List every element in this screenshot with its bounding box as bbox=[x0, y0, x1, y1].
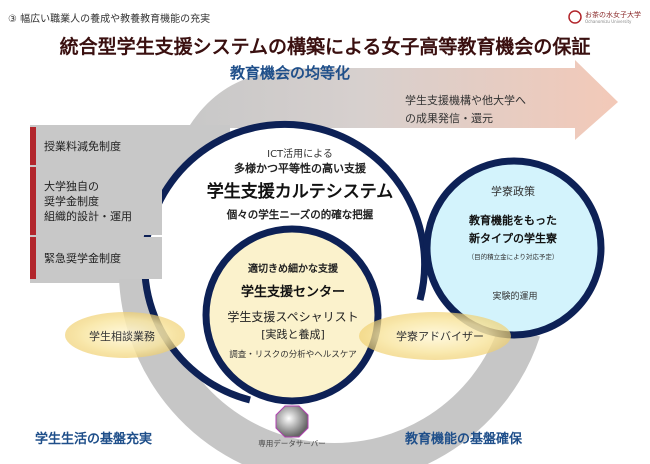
dorm-policy: 学寮政策 bbox=[491, 185, 535, 198]
left-box-scholarship: 大学独自の 奨学金制度 組織的設計・運用 bbox=[30, 167, 162, 235]
center-line1: 学生支援スペシャリスト bbox=[227, 310, 359, 324]
dorm-circle bbox=[423, 157, 605, 339]
box-line: 大学独自の bbox=[44, 179, 99, 193]
server-icon bbox=[275, 405, 309, 438]
karte-pre2: 多様かつ平等性の高い支援 bbox=[234, 162, 366, 175]
dorm-advisor-label: 学寮アドバイザー bbox=[396, 330, 484, 343]
dorm-note: （目的積立金により対応予定） bbox=[467, 253, 559, 261]
box-line: 組織的設計・運用 bbox=[44, 209, 132, 223]
counseling-ellipse bbox=[65, 312, 185, 358]
karte-pre1: ICT活用による bbox=[267, 149, 333, 160]
left-box-emergency: 緊急奨学金制度 bbox=[30, 237, 162, 279]
bottom-right-label: 教育機能の基盤確保 bbox=[405, 432, 523, 447]
box-line: 授業料減免制度 bbox=[44, 139, 121, 153]
arrow-text-line: の成果発信・還元 bbox=[405, 112, 493, 125]
bottom-left-label: 学生生活の基盤充実 bbox=[35, 432, 153, 447]
university-logo: お茶の水女子大学 bbox=[585, 11, 641, 19]
logo-seal-icon bbox=[568, 10, 582, 24]
server-label: 専用データサーバー bbox=[258, 439, 326, 448]
section-label: ③ 幅広い職業人の養成や教養教育機能の充実 bbox=[8, 14, 211, 25]
dorm-title2: 新タイプの学生寮 bbox=[469, 232, 557, 245]
karte-title: 学生支援カルテシステム bbox=[206, 182, 394, 202]
box-line: 奨学金制度 bbox=[44, 194, 99, 208]
center-line3: 調査・リスクの分析やヘルスケア bbox=[229, 350, 357, 360]
left-box-tuition: 授業料減免制度 bbox=[30, 127, 162, 165]
arrow-text-line: 学生支援機構や他大学へ bbox=[405, 94, 526, 107]
center-title: 学生支援センター bbox=[240, 285, 346, 300]
university-logo-sub: Ochanomizu University bbox=[585, 19, 632, 24]
box-line: 緊急奨学金制度 bbox=[44, 251, 121, 265]
page-title: 統合型学生支援システムの構築による女子高等教育機会の保証 bbox=[59, 36, 591, 58]
equalization-arrow bbox=[190, 60, 618, 140]
dorm-ops: 実験的運用 bbox=[492, 292, 538, 302]
center-pre: 適切きめ細かな支援 bbox=[248, 264, 338, 275]
dorm-advisor-ellipse bbox=[359, 312, 511, 360]
center-line2: [実践と養成] bbox=[261, 328, 325, 341]
arrow-label: 教育機会の均等化 bbox=[229, 64, 351, 82]
dorm-title1: 教育機能をもった bbox=[469, 214, 557, 227]
arrow-text: 学生支援機構や他大学へ の成果発信・還元 bbox=[405, 92, 526, 128]
karte-sub: 個々の学生ニーズの的確な把握 bbox=[226, 209, 374, 221]
student-center-circle bbox=[202, 225, 382, 405]
counseling-label: 学生相談業務 bbox=[89, 330, 155, 343]
